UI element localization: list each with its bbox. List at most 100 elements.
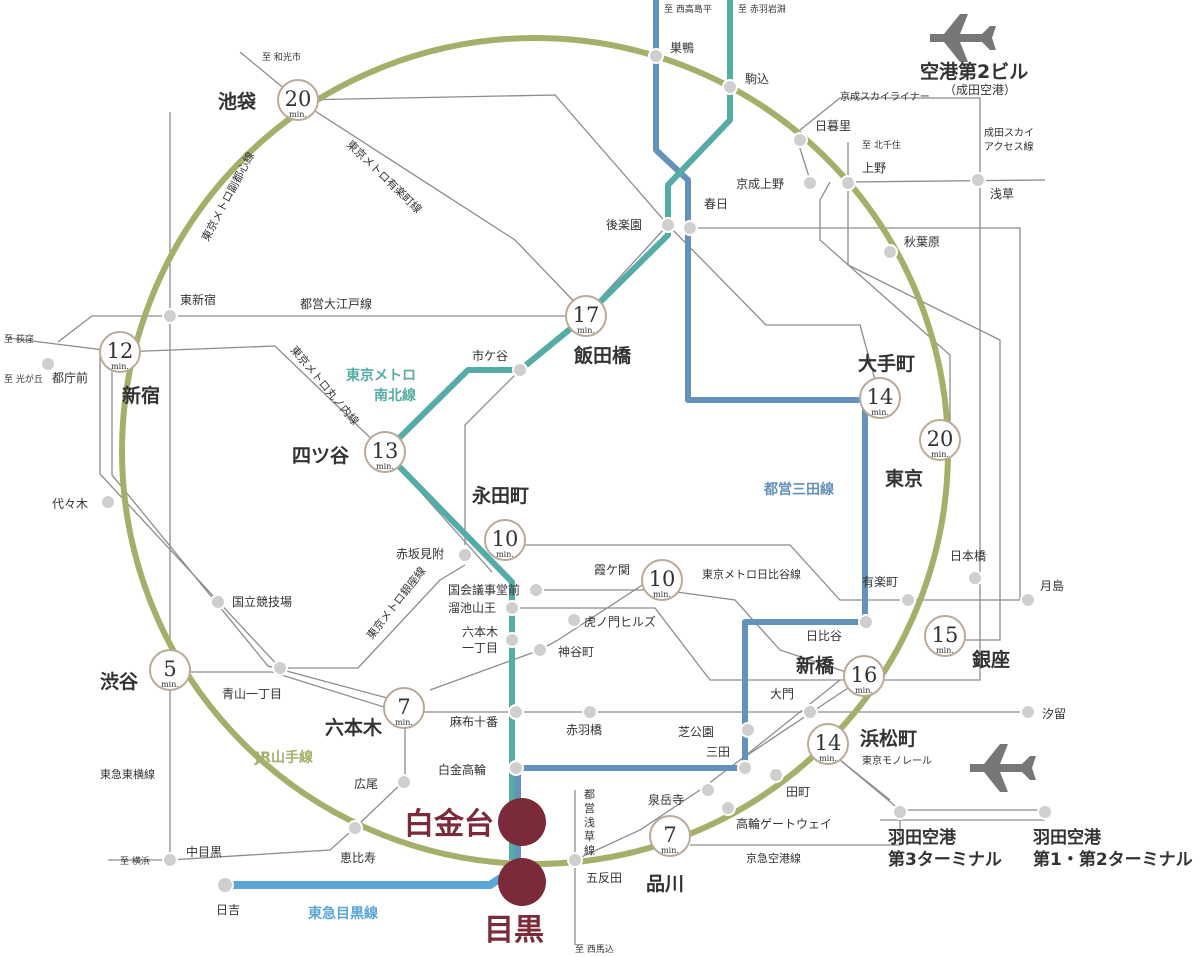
name-ginza: 銀座 <box>972 648 1010 671</box>
station-dot-mita[interactable] <box>737 760 753 776</box>
min-yotsuya: min. <box>376 462 394 471</box>
time-ring-shimbashi[interactable] <box>843 655 885 697</box>
station-dot-ichigaya[interactable] <box>512 362 528 378</box>
thin-line-hibiya-north <box>847 182 1001 641</box>
time-shibuya: 5 <box>163 657 176 681</box>
time-ring-yotsuya[interactable] <box>364 431 406 473</box>
station-dot-tsukishima[interactable] <box>1020 592 1036 608</box>
time-ring-kasumigaseki[interactable] <box>641 559 683 601</box>
time-ring-shinagawa[interactable] <box>649 815 691 857</box>
label-asakusa-ch5: 線 <box>584 843 595 857</box>
station-dot-hibiya[interactable] <box>858 614 874 630</box>
station-dot-takanawagateway[interactable] <box>720 800 736 816</box>
station-dot-nakameguro[interactable] <box>162 852 178 868</box>
station-dot-asakusa[interactable] <box>970 172 986 188</box>
name-daimon: 大門 <box>770 687 794 701</box>
time-ring-roppongi[interactable] <box>383 687 425 729</box>
station-dot-gotanda[interactable] <box>567 852 583 868</box>
time-ring-nagatacho[interactable] <box>484 519 526 561</box>
thin-line-nanboku-side <box>512 607 864 681</box>
station-dot-azabujuban[interactable] <box>508 704 524 720</box>
thin-line-monorail-b <box>839 759 891 801</box>
time-ring-shibuya[interactable] <box>149 649 191 691</box>
station-dot-haneda3[interactable] <box>892 804 908 820</box>
name-hibiya: 日比谷 <box>806 629 842 643</box>
mita-line <box>515 0 868 860</box>
label-toyoko: 東急東横線 <box>100 767 155 781</box>
time-otemachi: 14 <box>867 385 894 409</box>
min-otemachi: min. <box>871 408 889 417</box>
time-ring-hamamatsucho[interactable] <box>807 723 849 765</box>
airport-haneda3-1: 羽田空港 <box>888 827 957 848</box>
station-dot-sengakuji[interactable] <box>700 782 716 798</box>
time-tokyo: 20 <box>927 427 954 451</box>
name-iidabashi: 飯田橋 <box>573 344 632 367</box>
station-dot-akabanebashi[interactable] <box>582 704 598 720</box>
station-dot-yoyogi[interactable] <box>100 494 116 510</box>
label-nanboku-2: 南北線 <box>374 387 416 404</box>
name-sugamo: 巣鴨 <box>670 41 694 55</box>
station-dot-tochomae[interactable] <box>40 356 56 372</box>
station-dot-shibakoen[interactable] <box>740 722 756 738</box>
airport-narita-sub: （成田空港） <box>944 83 1016 97</box>
station-dot-haneda12[interactable] <box>1037 804 1053 820</box>
station-dot-toranomon[interactable] <box>566 612 582 628</box>
time-ring-ikebukuro[interactable] <box>277 79 319 121</box>
plane-icon-haneda <box>970 744 1036 792</box>
name-tochomae: 都庁前 <box>52 370 88 385</box>
station-dot-akihabara[interactable] <box>882 244 898 260</box>
name-aoyama: 青山一丁目 <box>222 687 282 701</box>
station-dot-higashishinjuku[interactable] <box>162 308 178 324</box>
station-dot-tameike[interactable] <box>504 600 520 616</box>
station-dot-kasuga[interactable] <box>682 220 698 236</box>
station-dot-daimon[interactable] <box>802 704 818 720</box>
name-takanawagateway: 高輪ゲートウェイ <box>736 816 832 831</box>
station-dot-nihonbashi[interactable] <box>967 570 983 586</box>
time-ring-tokyo[interactable] <box>919 419 961 461</box>
station-dot-hiroo[interactable] <box>396 774 412 790</box>
station-dot-shirokanetakanawa[interactable] <box>508 760 524 776</box>
name-yurakucho: 有楽町 <box>862 575 898 589</box>
min-tokyo: min. <box>931 450 949 459</box>
min-iidabashi: min. <box>577 326 595 335</box>
station-dot-shiodome[interactable] <box>1020 704 1036 720</box>
time-ring-iidabashi[interactable] <box>565 295 607 337</box>
dir-wakoshi: 至 和光市 <box>262 51 301 63</box>
station-dot-sugamo[interactable] <box>648 48 664 64</box>
name-roppongiitchome-2: 一丁目 <box>462 641 498 655</box>
station-dot-aoyama[interactable] <box>272 660 288 676</box>
label-skyaccess-1: 成田スカイ <box>984 127 1034 139</box>
station-dot-ebisu[interactable] <box>347 820 363 836</box>
name-otemachi: 大手町 <box>858 352 915 375</box>
station-dot-akasakamitsuke[interactable] <box>457 547 473 563</box>
name-gotanda: 五反田 <box>586 871 622 885</box>
station-dot-keiseiueno[interactable] <box>802 175 818 191</box>
station-dot-roppongiitchome[interactable] <box>504 632 520 648</box>
highlight-dot-shirokanedai[interactable] <box>498 798 546 846</box>
thin-line-marunouchi-north <box>297 94 881 399</box>
station-dot-komagome[interactable] <box>722 79 738 95</box>
airport-haneda12-2: 第1・第2ターミナル <box>1033 849 1193 870</box>
station-dot-kokkai[interactable] <box>528 582 544 598</box>
station-dot-yurakucho[interactable] <box>900 592 916 608</box>
thin-line-keikyu <box>690 815 901 846</box>
station-dot-kamiyacho[interactable] <box>532 642 548 658</box>
station-dot-hiyoshi[interactable] <box>216 876 234 894</box>
dir-nishitakashimadaira: 至 西高島平 <box>664 3 712 15</box>
station-dot-tamachi[interactable] <box>768 767 784 783</box>
nanboku-line <box>382 0 733 860</box>
min-nagatacho: min. <box>496 550 514 559</box>
time-kasumigaseki: 10 <box>649 567 676 591</box>
dir-kitasenju: 至 北千住 <box>862 139 901 151</box>
station-dot-korakuen[interactable] <box>660 217 676 233</box>
time-ring-shinjuku[interactable] <box>99 331 141 373</box>
time-ring-ginza[interactable] <box>924 615 966 657</box>
min-shibuya: min. <box>161 680 179 689</box>
highlight-dot-meguro[interactable] <box>498 858 546 906</box>
time-ring-otemachi[interactable] <box>859 377 901 419</box>
min-shinjuku: min. <box>111 362 129 371</box>
station-dot-nippori[interactable] <box>792 132 808 148</box>
station-dot-kokuritsu[interactable] <box>210 594 226 610</box>
station-dot-ueno[interactable] <box>840 175 856 191</box>
thin-line-yurakucho-a <box>297 99 587 315</box>
